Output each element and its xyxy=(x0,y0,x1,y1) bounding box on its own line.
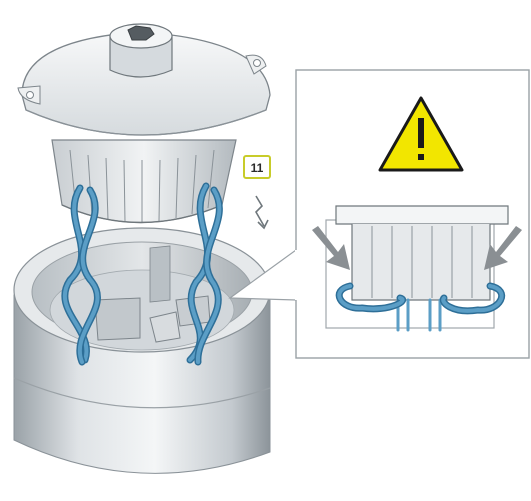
hose-left xyxy=(61,184,101,366)
warning-triangle-icon xyxy=(378,96,464,172)
upper-unit xyxy=(17,23,271,224)
mounting-ear-left xyxy=(17,85,41,105)
hose-right xyxy=(186,182,223,366)
mounting-ear-right xyxy=(245,54,267,75)
center-hub xyxy=(109,23,173,78)
step-badge: 11 xyxy=(243,155,271,179)
detail-callout xyxy=(228,69,530,359)
detail-cross-section xyxy=(325,205,509,332)
step-number: 11 xyxy=(251,161,264,175)
arrow-left-icon xyxy=(312,226,350,270)
base-housing xyxy=(13,227,271,474)
arrow-right-icon xyxy=(484,226,522,270)
down-arrow-icon xyxy=(255,195,269,230)
